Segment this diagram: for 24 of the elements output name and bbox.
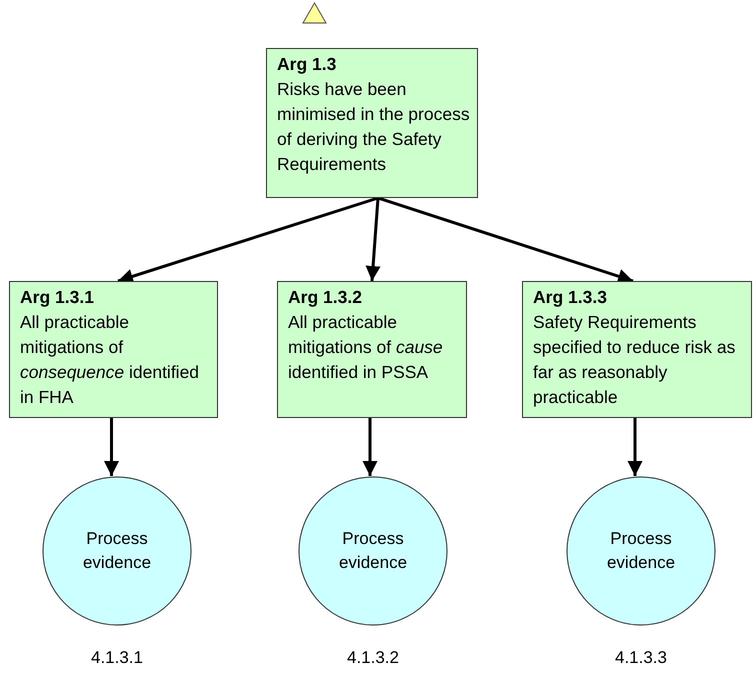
evidence-text: Process evidence: [82, 528, 152, 574]
evidence-text: Process evidence: [338, 528, 408, 574]
arrow: [118, 196, 378, 284]
arrow: [366, 198, 381, 282]
reference-number: 4.1.3.2: [346, 648, 400, 668]
argument-text: Risks have been minimised in the process of deriving the Safety Requirements: [277, 78, 471, 176]
argument-box: [266, 48, 478, 198]
argument-text: Safety Requirements specified to reduce risk as far as reasonably practicable: [533, 311, 736, 409]
arrow: [628, 418, 642, 476]
argument-id: Arg 1.3: [277, 53, 338, 76]
argument-box: [9, 281, 218, 418]
argument-box: [522, 281, 752, 418]
arrow: [378, 196, 634, 284]
argument-text: All practicable mitigations of cause identified in PSSA: [288, 311, 444, 384]
argument-box: [277, 281, 467, 418]
argument-id: Arg 1.3.1: [20, 286, 95, 309]
reference-number: 4.1.3.1: [90, 648, 144, 668]
argument-id: Arg 1.3.3: [533, 286, 608, 309]
arrow: [362, 418, 378, 476]
argument-id: Arg 1.3.2: [288, 286, 363, 309]
argument-text: All practicable mitigations of consequence identified in FHA: [20, 311, 200, 409]
reference-number: 4.1.3.3: [614, 648, 668, 668]
arrow: [104, 418, 119, 476]
evidence-text: Process evidence: [606, 528, 676, 574]
